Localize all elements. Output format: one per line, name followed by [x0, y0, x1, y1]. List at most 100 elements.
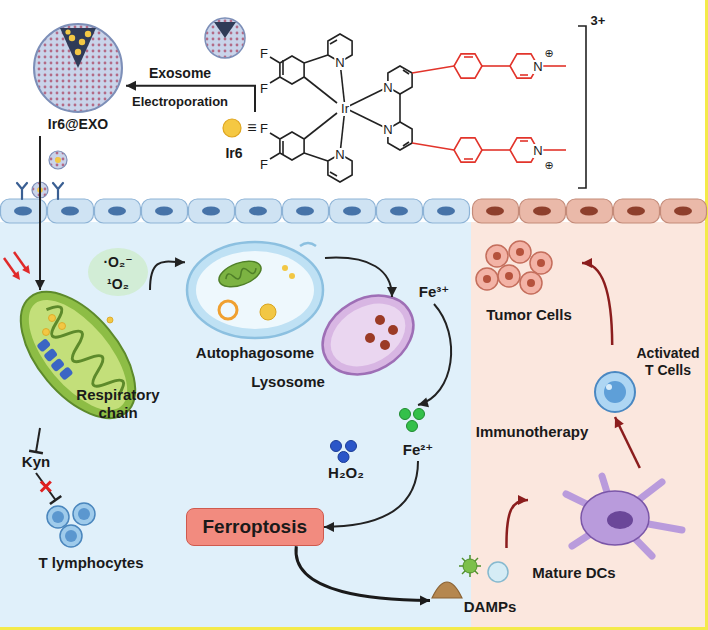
- molecule-structure: [578, 26, 586, 188]
- tumor-cells: [486, 245, 508, 267]
- molecule-structure: [403, 142, 409, 146]
- peroxide-dots: [346, 441, 357, 452]
- connector: [582, 258, 612, 345]
- species-label: ¹O₂: [107, 277, 129, 292]
- charge-label: ⊕: [543, 159, 554, 171]
- cell-membrane: [236, 199, 282, 223]
- receptor: [17, 183, 27, 199]
- autophagosome: [196, 251, 314, 329]
- autophagosome: [187, 242, 323, 338]
- connector-line: [324, 461, 418, 527]
- phenyl-pyridinium-arm: [482, 65, 510, 67]
- mitochondrion: [43, 348, 58, 363]
- ferrous-dots: [414, 409, 425, 420]
- arrow-head: [387, 287, 397, 297]
- molecule-structure: [280, 132, 304, 160]
- annotation: Exosome: [149, 66, 211, 81]
- atom-label: N: [532, 144, 543, 158]
- node-label: Lysosome: [248, 373, 328, 391]
- phenyl-pyridinium-arm: [482, 149, 510, 151]
- label-anchor: N: [382, 120, 393, 138]
- label-anchor: N: [334, 145, 345, 163]
- molecule-structure: [270, 26, 586, 188]
- tumor-cells: [530, 252, 552, 274]
- dendritic-cell: [566, 476, 682, 556]
- process-box: Ferroptosis: [186, 508, 325, 547]
- damps-icons: [462, 558, 478, 574]
- dendritic-cell: [566, 476, 682, 556]
- label-anchor: F: [259, 44, 269, 62]
- arrow-head: [35, 280, 45, 290]
- cell-membrane: [48, 199, 94, 223]
- t-cell-node: Activated T Cells: [592, 345, 704, 417]
- ferrous-dots: [407, 421, 418, 432]
- section-label: Immunotherapy: [476, 424, 589, 441]
- activated-t-cell: [595, 372, 635, 412]
- lymphocyte-node: T lymphocytes: [32, 500, 150, 574]
- species-label: ·O₂⁻: [103, 255, 132, 270]
- atom-label: N: [334, 56, 345, 70]
- exosome-large: [69, 35, 75, 41]
- phenyl-pyridinium-arm: [464, 158, 473, 160]
- molecule-structure: [270, 57, 280, 63]
- phenyl-pyridinium-arm: [520, 74, 528, 76]
- label-anchor: N: [532, 57, 543, 75]
- cell-membrane: [661, 199, 707, 223]
- activated-t-cell: [595, 372, 635, 412]
- exosome-large: [34, 24, 122, 112]
- t-lymphocytes: [60, 525, 82, 547]
- mitochondrion: [50, 358, 65, 373]
- lysosome: [319, 291, 416, 379]
- node-label: Tumor Cells: [476, 306, 582, 324]
- atom-label: N: [334, 148, 345, 162]
- compound-dots: [49, 315, 56, 322]
- tumor-cells-node: Tumor Cells: [476, 236, 582, 326]
- cell-membrane: [1, 199, 707, 223]
- damps-icons: [459, 555, 481, 577]
- connector-line: [418, 304, 451, 405]
- atom-label: F: [259, 82, 269, 96]
- autophagosome: [187, 242, 323, 338]
- arrow-head: [582, 258, 592, 268]
- lysosome-node: Lysosome: [248, 297, 418, 393]
- peroxide-dots: [338, 452, 349, 463]
- compound-dots: [43, 315, 114, 336]
- connector: [150, 257, 185, 290]
- phenyl-pyridinium-arm: [464, 56, 473, 58]
- charge-label: 3+: [591, 14, 606, 28]
- node-label: Activated T Cells: [634, 345, 702, 379]
- node-label: Respiratory chain: [68, 386, 168, 422]
- exosome-large: [60, 28, 96, 68]
- cell-membrane: [330, 199, 376, 223]
- exosome-large: [65, 29, 70, 34]
- label-anchor: Exosome: [149, 64, 211, 82]
- label-anchor: ¹O₂: [107, 275, 129, 293]
- autophagosome: [289, 273, 295, 279]
- annotation: Electroporation: [132, 95, 228, 109]
- exosome-large: [85, 31, 91, 37]
- label-anchor: ⊕: [543, 155, 554, 173]
- light-rays: [12, 271, 20, 280]
- damps-icons: [463, 559, 477, 573]
- connector-line: [126, 86, 255, 112]
- node-label: Mature DCs: [528, 564, 620, 582]
- light-rays: [14, 252, 26, 269]
- iron-node: Fe³⁺: [414, 282, 454, 304]
- molecule-structure: [330, 40, 337, 44]
- compound-dots: [107, 317, 113, 323]
- exosome-node: Ir6@EXO: [30, 22, 126, 136]
- connector-line: [296, 546, 430, 600]
- lysosome: [365, 333, 375, 343]
- mitochondrion-node: Respiratory chain: [18, 290, 168, 428]
- cell-region: [0, 222, 471, 630]
- autophagosome-node: Autophagosome: [185, 238, 325, 366]
- phenyl-pyridinium-arm: [520, 140, 528, 142]
- molecule-structure: [304, 153, 328, 161]
- node-label: Fe³⁺: [414, 283, 454, 301]
- charge-label: ⊕: [543, 47, 554, 59]
- cell-membrane: [473, 199, 519, 223]
- lysosome: [388, 325, 398, 335]
